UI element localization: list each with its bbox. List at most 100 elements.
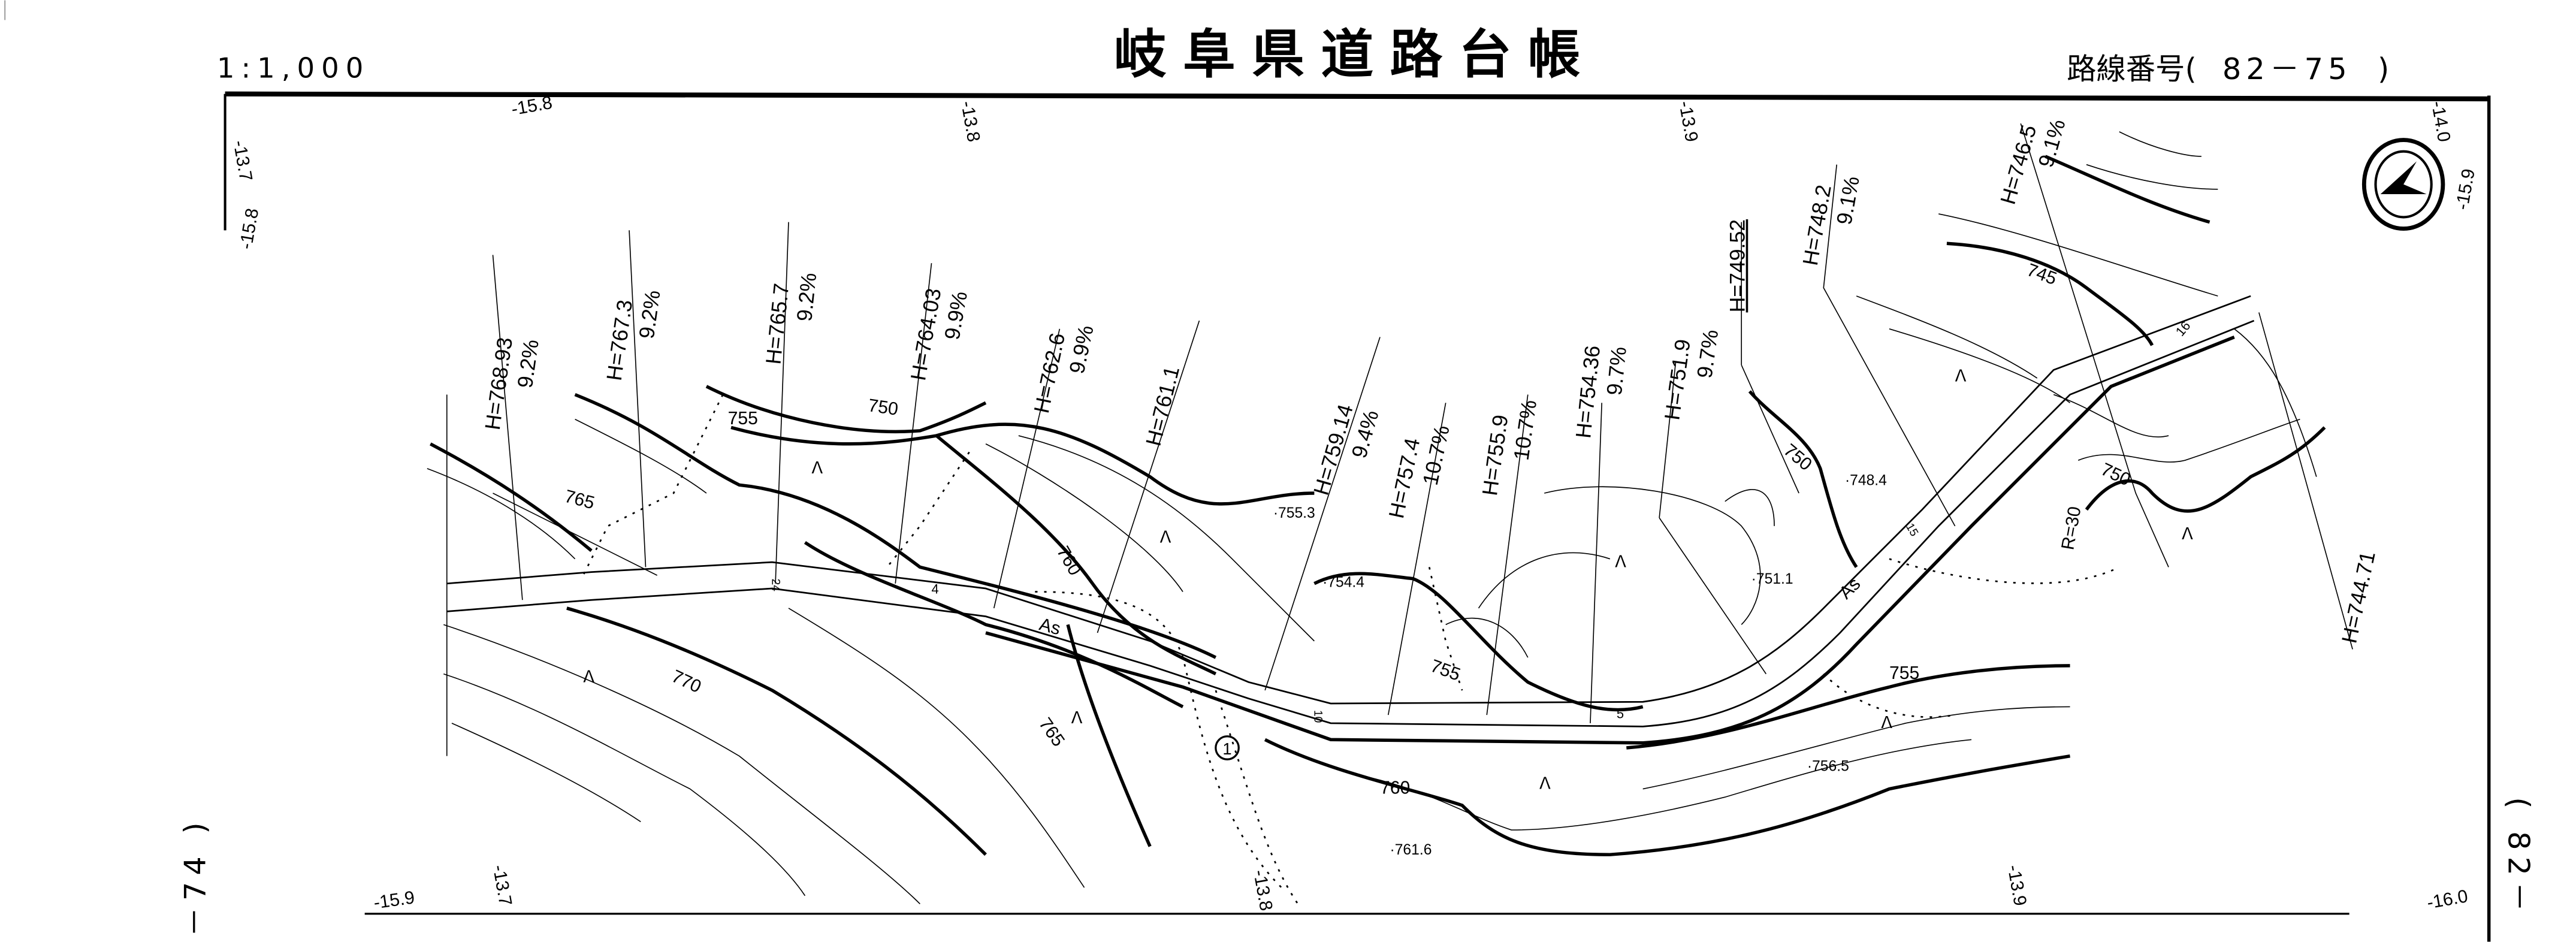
forest-symbol-icon: ᐱ bbox=[1071, 708, 1083, 727]
contour-label: 755 bbox=[1889, 663, 1919, 683]
grade-label: 9.2% bbox=[513, 338, 543, 390]
grade-label: 9.9% bbox=[940, 289, 972, 342]
station-number: 16 bbox=[2173, 318, 2194, 339]
forest-symbol-icon: ᐱ bbox=[1881, 713, 1892, 732]
grade-label: 9.1% bbox=[1832, 174, 1864, 227]
elevation-label: H=765.7 bbox=[761, 282, 793, 366]
elevation-label: H=744.71 bbox=[2337, 549, 2379, 645]
contour-label: 755 bbox=[728, 409, 758, 428]
map-frame bbox=[224, 91, 2491, 942]
left-sheet-link: －74 ) bbox=[178, 816, 213, 937]
contour-label-group: 750 755 765 760 770 765 755 760 750 750 … bbox=[563, 260, 2134, 798]
forest-symbol-icon: ᐱ bbox=[2182, 524, 2193, 543]
edge-mark: -15.9 bbox=[2452, 167, 2478, 211]
profile-label: H=744.71 bbox=[2337, 549, 2379, 645]
profile-label: H=759.14 9.4% bbox=[1309, 401, 1384, 498]
station-number: 4 bbox=[932, 581, 939, 596]
profile-label: H=767.3 9.2% bbox=[602, 289, 665, 382]
north-arrow-icon bbox=[2361, 138, 2445, 231]
surface-label: As bbox=[1037, 614, 1063, 639]
grade-label: 9.1% bbox=[2034, 117, 2070, 170]
station-number: 10 bbox=[1311, 710, 1324, 723]
surface-label: As bbox=[1835, 574, 1864, 603]
edge-mark: -13.9 bbox=[1675, 99, 1701, 143]
cross-section-lines bbox=[446, 123, 2353, 756]
route-number-label: 路線番号( 82－75 ) bbox=[2067, 52, 2389, 86]
contour-label: 760 bbox=[1380, 778, 1410, 798]
spot-height: ·756.5 bbox=[1807, 758, 1849, 774]
profile-labels: H=768.93 9.2% H=767.3 9.2% H=765.7 9.2% … bbox=[481, 117, 2380, 645]
profile-label: H=749.52 bbox=[1726, 219, 1750, 313]
profile-label: H=765.7 9.2% bbox=[761, 271, 821, 366]
edge-mark: -13.9 bbox=[2003, 864, 2030, 907]
edge-mark: -15.9 bbox=[372, 887, 416, 913]
profile-label: H=755.9 10.7% bbox=[1478, 398, 1542, 497]
spot-height: ·754.4 bbox=[1322, 574, 1364, 590]
profile-label: H=764.03 9.9% bbox=[906, 286, 972, 382]
grade-label: 10.7% bbox=[1418, 423, 1454, 487]
profile-label: H=762.6 9.9% bbox=[1029, 323, 1098, 415]
profile-label: H=761.1 bbox=[1141, 364, 1185, 448]
contour-label: 750 bbox=[867, 395, 899, 419]
contour-label: 765 bbox=[563, 487, 597, 514]
curve-radius-label: R=30 bbox=[2058, 505, 2085, 552]
page-title: 岐阜県道路台帳 bbox=[1114, 24, 1597, 85]
edge-mark: -13.8 bbox=[1249, 868, 1276, 912]
spot-heights: ·755.3 ·754.4 ·748.4 ·751.1 ·756.5 ·761.… bbox=[1273, 472, 1887, 858]
grade-label: 9.9% bbox=[1065, 323, 1098, 376]
vegetation-symbols: ᐱ ᐱ ᐱ ᐱ ᐱ ᐱ ᐱ ᐱ ᐱ bbox=[583, 367, 2193, 793]
contour-label: 745 bbox=[2024, 260, 2059, 289]
contour-label: 750 bbox=[2098, 460, 2134, 490]
edge-mark: -13.8 bbox=[957, 99, 983, 143]
elevation-label: H=751.9 bbox=[1660, 338, 1695, 422]
contour-lines bbox=[427, 131, 2326, 905]
contour-label: 765 bbox=[1035, 714, 1068, 750]
profile-label: H=757.4 10.7% bbox=[1384, 423, 1454, 520]
road bbox=[446, 295, 2255, 745]
edge-mark: -16.0 bbox=[2426, 886, 2469, 913]
route-label: 路線番号( bbox=[2067, 52, 2197, 86]
contour-label: 770 bbox=[669, 666, 705, 697]
station-marker-label: 1 bbox=[1222, 739, 1231, 758]
forest-symbol-icon: ᐱ bbox=[1955, 367, 1967, 385]
profile-label: H=768.93 9.2% bbox=[481, 336, 543, 431]
elevation-label: H=761.1 bbox=[1141, 364, 1185, 448]
station-marker-icon bbox=[1215, 735, 1240, 760]
edge-mark: -15.8 bbox=[236, 207, 262, 250]
station-number: 5 bbox=[1617, 707, 1624, 721]
spot-height: ·748.4 bbox=[1845, 472, 1887, 488]
forest-symbol-icon: ᐱ bbox=[1160, 527, 1171, 546]
spot-height: ·761.6 bbox=[1390, 842, 1432, 858]
grade-label: 9.2% bbox=[635, 289, 665, 340]
spot-height: ·755.3 bbox=[1273, 505, 1315, 521]
grade-label: 9.2% bbox=[792, 271, 821, 322]
elevation-label: H=746.5 bbox=[1996, 122, 2042, 207]
grade-label: 9.7% bbox=[1602, 346, 1631, 397]
forest-symbol-icon: ᐱ bbox=[583, 667, 594, 686]
edge-mark: -14.0 bbox=[2427, 99, 2454, 143]
elevation-label: H=754.36 bbox=[1571, 345, 1605, 440]
forest-symbol-icon: ᐱ bbox=[1539, 774, 1551, 793]
elevation-label: H=768.93 bbox=[481, 336, 517, 431]
grade-label: 10.7% bbox=[1509, 398, 1542, 462]
grade-label: 9.7% bbox=[1692, 328, 1723, 380]
contour-label: 750 bbox=[1780, 440, 1816, 475]
contour-label: 760 bbox=[1053, 543, 1085, 579]
station-number: 24 bbox=[769, 579, 782, 592]
forest-symbol-icon: ᐱ bbox=[811, 458, 823, 477]
forest-symbol-icon: ᐱ bbox=[1615, 552, 1626, 570]
edge-mark: -13.7 bbox=[229, 139, 255, 183]
scale-label: 1:1,000 bbox=[217, 52, 370, 84]
station-number: 15 bbox=[1903, 521, 1920, 539]
elevation-label: H=762.6 bbox=[1029, 331, 1070, 415]
elevation-label: H=749.52 bbox=[1726, 219, 1750, 313]
edge-mark: -13.7 bbox=[489, 864, 515, 907]
route-close: ) bbox=[2378, 52, 2389, 86]
elevation-label: H=755.9 bbox=[1478, 413, 1512, 497]
profile-label: H=751.9 9.7% bbox=[1660, 328, 1723, 422]
elevation-label: H=767.3 bbox=[602, 298, 637, 382]
road-annotations: As As R=30 1 24 4 10 5 15 16 bbox=[769, 318, 2194, 760]
contour-label: 755 bbox=[1428, 656, 1463, 685]
right-sheet-link: ( 82－ bbox=[2502, 797, 2536, 918]
